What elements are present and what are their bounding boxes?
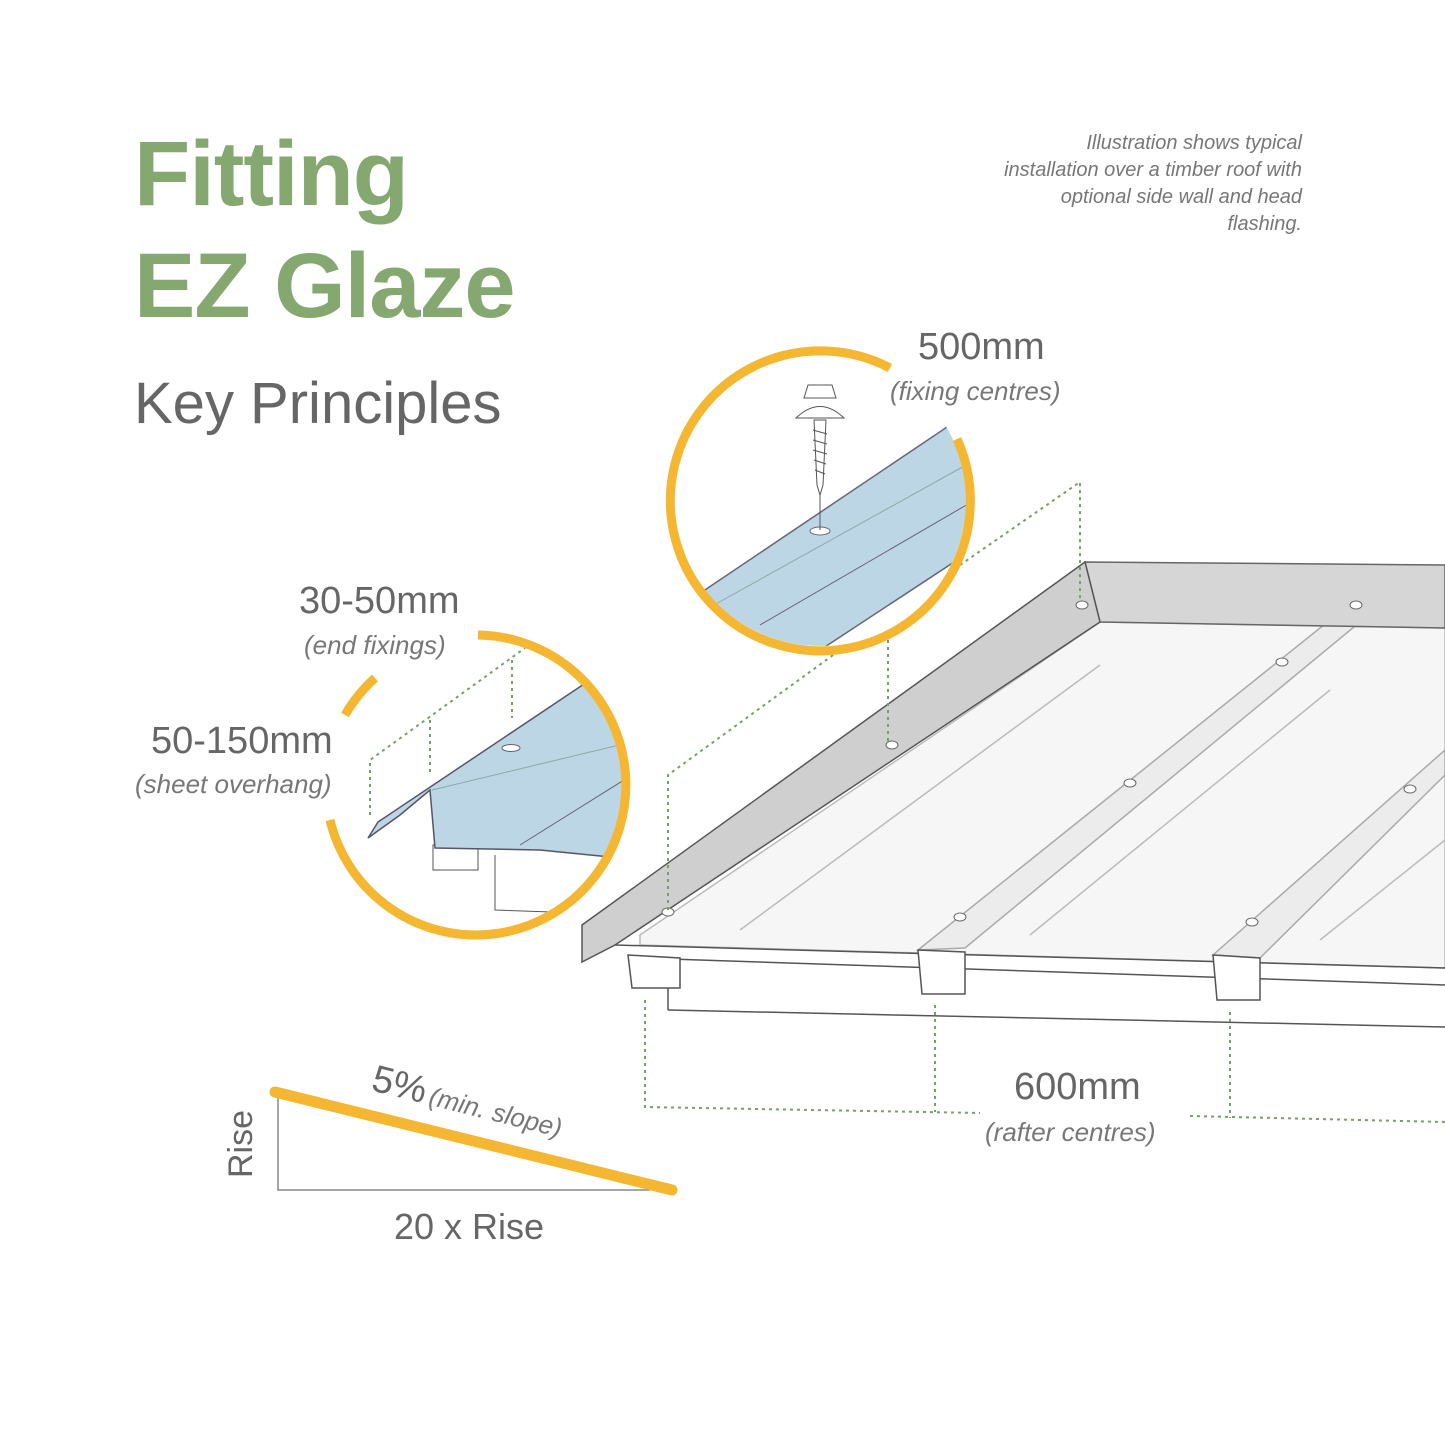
overhang-value: 50-150mm [151,720,333,762]
end-caption: (end fixings) [304,630,446,660]
title-line-2: EZ Glaze [134,235,516,337]
rafter-caption: (rafter centres) [985,1117,1156,1147]
rafter [917,949,966,995]
illustration-note: Illustration shows typical installation … [1004,132,1302,235]
screws [661,600,1417,927]
rise-label: Rise [222,1109,260,1178]
end-value: 30-50mm [299,580,460,622]
side-wall-flashing [581,560,1101,964]
end-fixing-detail [367,679,624,916]
subtitle: Key Principles [134,371,502,436]
dimension-guides [369,480,1445,1123]
fixing-value: 500mm [918,326,1045,368]
rafter-value: 600mm [1014,1066,1141,1108]
title-line-1: Fitting [134,123,409,225]
slope-line [269,1086,678,1196]
head-flashing [1084,561,1445,629]
fixing-caption: (fixing centres) [890,376,1061,406]
screw-icon [794,384,846,530]
roof-sheet [581,560,1445,1028]
slope-triangle [277,1095,650,1191]
run-label: 20 x Rise [394,1206,545,1247]
rafter [1212,954,1261,1001]
detail-ring [325,630,631,940]
detail-ring [665,346,975,656]
overhang-caption: (sheet overhang) [135,769,332,799]
rafter [627,954,681,989]
